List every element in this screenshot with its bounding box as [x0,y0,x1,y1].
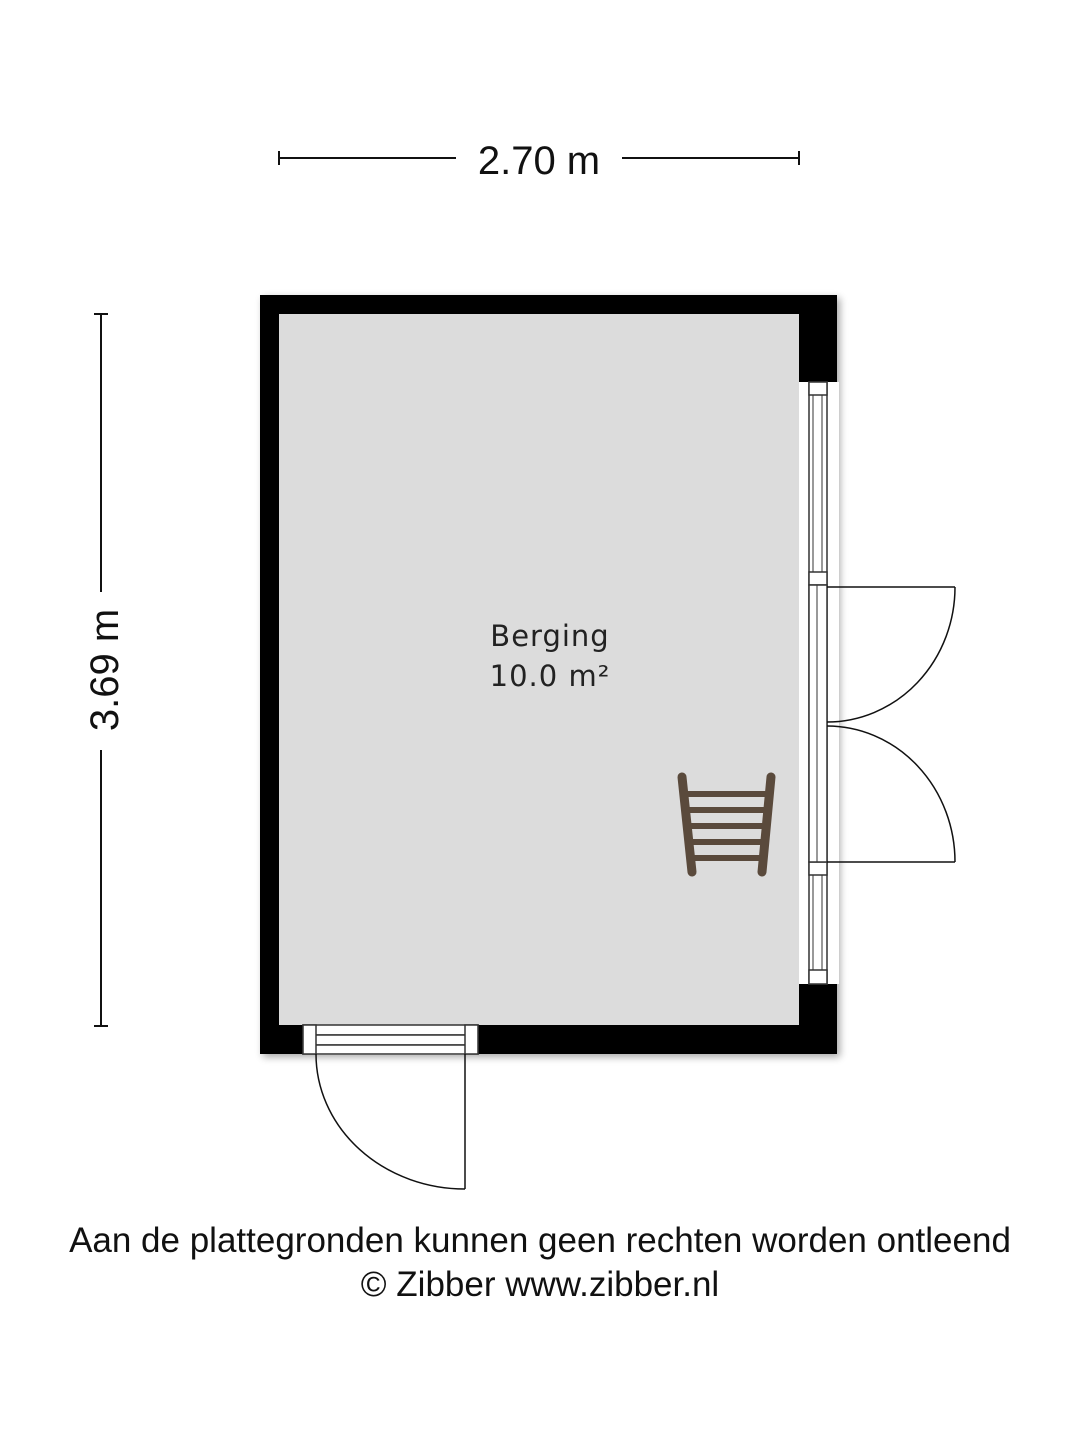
door-swing-icon [315,1053,466,1190]
room-floor [279,314,799,1025]
door-swing-icon [826,725,956,863]
width-dimension: 2.70 m [278,139,800,183]
bottom-door [315,1053,466,1190]
right-double-door [826,586,956,863]
height-dimension: 3.69 m [83,313,127,1027]
height-label: 3.69 m [83,609,127,731]
room-name: Berging [490,619,609,653]
width-label: 2.70 m [478,139,600,183]
bottom-door-frame [302,1024,479,1055]
door-swing-icon [826,586,956,723]
disclaimer-text: Aan de plattegronden kunnen geen rechten… [69,1221,1011,1260]
right-window-frame [799,381,839,985]
copyright-text: © Zibber www.zibber.nl [360,1265,720,1304]
room-area: 10.0 m² [490,659,611,693]
ladder-icon [677,772,776,877]
